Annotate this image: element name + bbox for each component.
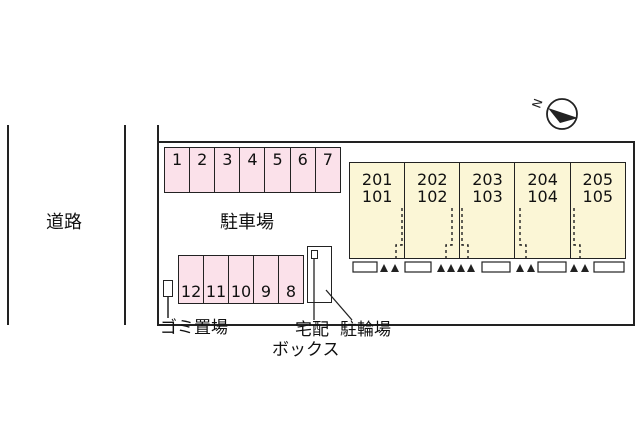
unit-number-upper: 203 xyxy=(472,170,503,189)
delivery-box-label-2: ボックス xyxy=(272,340,340,360)
compass-letter: N xyxy=(529,97,545,110)
site-outline xyxy=(157,141,635,326)
unit-number-lower: 102 xyxy=(417,187,448,206)
parking-top-space: 2 xyxy=(189,147,216,193)
parking-top-space: 1 xyxy=(164,147,191,193)
bicycle-leader xyxy=(325,289,353,321)
unit-number-lower: 104 xyxy=(527,187,558,206)
unit-number-upper: 205 xyxy=(582,170,614,189)
parking-top-space: 7 xyxy=(314,147,341,193)
unit-number-upper: 201 xyxy=(361,170,393,189)
parking-bottom-space: 11 xyxy=(202,255,230,304)
parking-top-space: 4 xyxy=(239,147,266,193)
parking-bottom-space: 8 xyxy=(277,255,305,304)
parking-top-space: 6 xyxy=(289,147,316,193)
unit-number-lower: 101 xyxy=(361,187,393,206)
parking-bottom-space-number: 12 xyxy=(180,282,202,301)
unit-number-lower: 105 xyxy=(582,187,614,206)
unit-number-upper: 204 xyxy=(527,170,558,189)
parking-top-space: 3 xyxy=(214,147,241,193)
parking-top-space-number: 5 xyxy=(272,150,283,169)
parking-bottom-space: 12 xyxy=(178,255,205,304)
parking-bottom-space-number: 8 xyxy=(285,282,297,301)
parking-top-space-number: 1 xyxy=(172,150,183,169)
parking-top-space-number: 6 xyxy=(297,150,308,169)
unit-number-lower: 103 xyxy=(472,187,503,206)
parking-bottom-space-number: 10 xyxy=(230,282,252,301)
parking-top-space-number: 3 xyxy=(222,150,233,169)
parking-bottom-space: 9 xyxy=(252,255,280,304)
garbage-label: ゴミ置場 xyxy=(160,318,228,338)
delivery-box xyxy=(311,250,318,259)
delivery-box-label-1: 宅配 xyxy=(295,320,329,340)
parking-label: 駐車場 xyxy=(220,212,274,233)
road-label: 道路 xyxy=(46,212,82,233)
parking-top-space-number: 2 xyxy=(197,150,208,169)
garbage-box xyxy=(163,280,173,297)
unit-number-upper: 202 xyxy=(417,170,448,189)
parking-bottom-space: 10 xyxy=(227,255,255,304)
parking-bottom-space-number: 9 xyxy=(260,282,272,301)
parking-top-space-number: 4 xyxy=(247,150,258,169)
compass-north-icon: N xyxy=(529,97,578,130)
parking-top-space-number: 7 xyxy=(322,150,333,169)
bicycle-parking-area xyxy=(307,246,332,303)
parking-top-space: 5 xyxy=(264,147,291,193)
bicycle-label: 駐輪場 xyxy=(340,320,391,340)
parking-bottom-space-number: 11 xyxy=(205,282,227,301)
